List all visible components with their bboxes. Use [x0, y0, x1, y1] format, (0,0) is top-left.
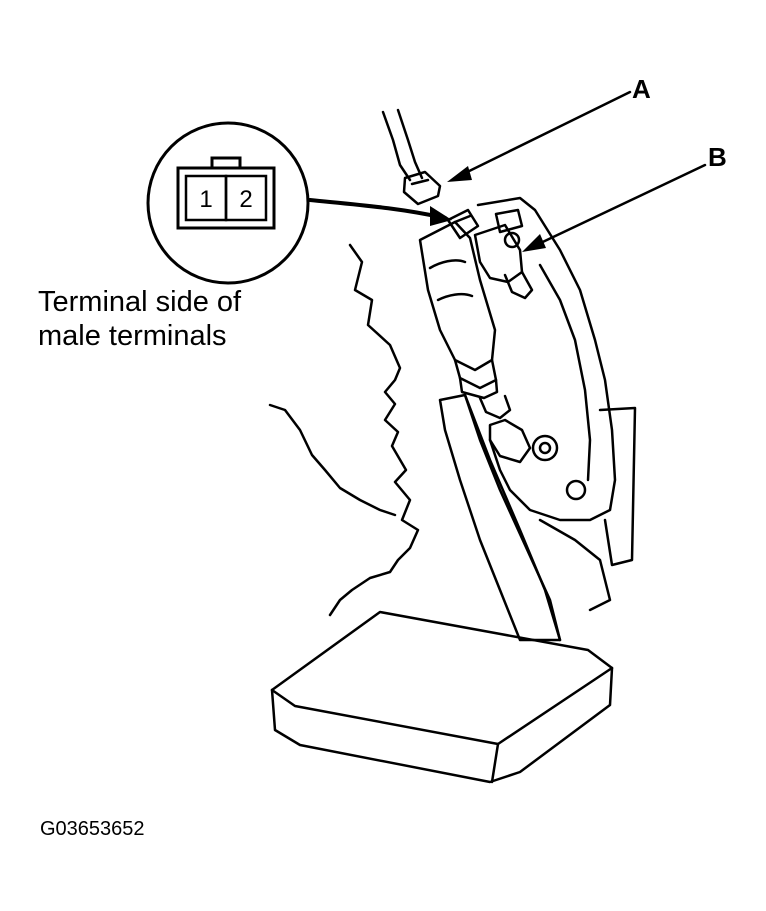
pedal-arm	[438, 393, 562, 642]
arrow-a-head	[447, 166, 472, 182]
support-plate	[598, 406, 637, 567]
pedal-arm-edge	[463, 393, 562, 642]
pin-label-1: 1	[199, 186, 212, 213]
leader-a	[453, 90, 632, 180]
inset-caption-line1: Terminal side of	[38, 286, 242, 318]
leader-b	[528, 163, 707, 250]
connector-a	[402, 170, 442, 206]
wire-harness-2	[396, 108, 424, 180]
firewall-outline	[328, 243, 420, 617]
connector-key	[210, 156, 242, 170]
bracket-inner	[538, 263, 592, 482]
pedal-bracket	[476, 196, 617, 522]
bracket-slot	[494, 208, 524, 234]
plunger-rod	[478, 394, 512, 420]
callout-a: A	[632, 74, 651, 104]
pin-cell-2	[224, 174, 268, 222]
floor-outline	[268, 403, 397, 517]
switch-connector	[446, 208, 480, 240]
pedal-pad	[270, 610, 614, 784]
switch-b	[473, 223, 534, 300]
support-plate-2	[538, 518, 612, 612]
pivot-bolt-inner	[538, 441, 552, 455]
inset-caption: Terminal side of male terminals	[38, 285, 241, 353]
leader-inset	[308, 198, 447, 220]
switch-body	[418, 220, 499, 400]
arrow-b-head	[522, 234, 546, 252]
wire-harness	[381, 110, 412, 182]
figure-id: G03653652	[40, 818, 145, 840]
arrow-inset-head	[430, 206, 452, 226]
pushrod-clevis	[488, 418, 532, 464]
pin-label-2: 2	[239, 186, 252, 213]
callout-b: B	[708, 142, 727, 172]
terminal-inset: 1 2	[146, 121, 310, 285]
stud	[565, 479, 587, 501]
pivot-bolt	[531, 434, 559, 462]
inset-caption-line2: male terminals	[38, 320, 227, 352]
